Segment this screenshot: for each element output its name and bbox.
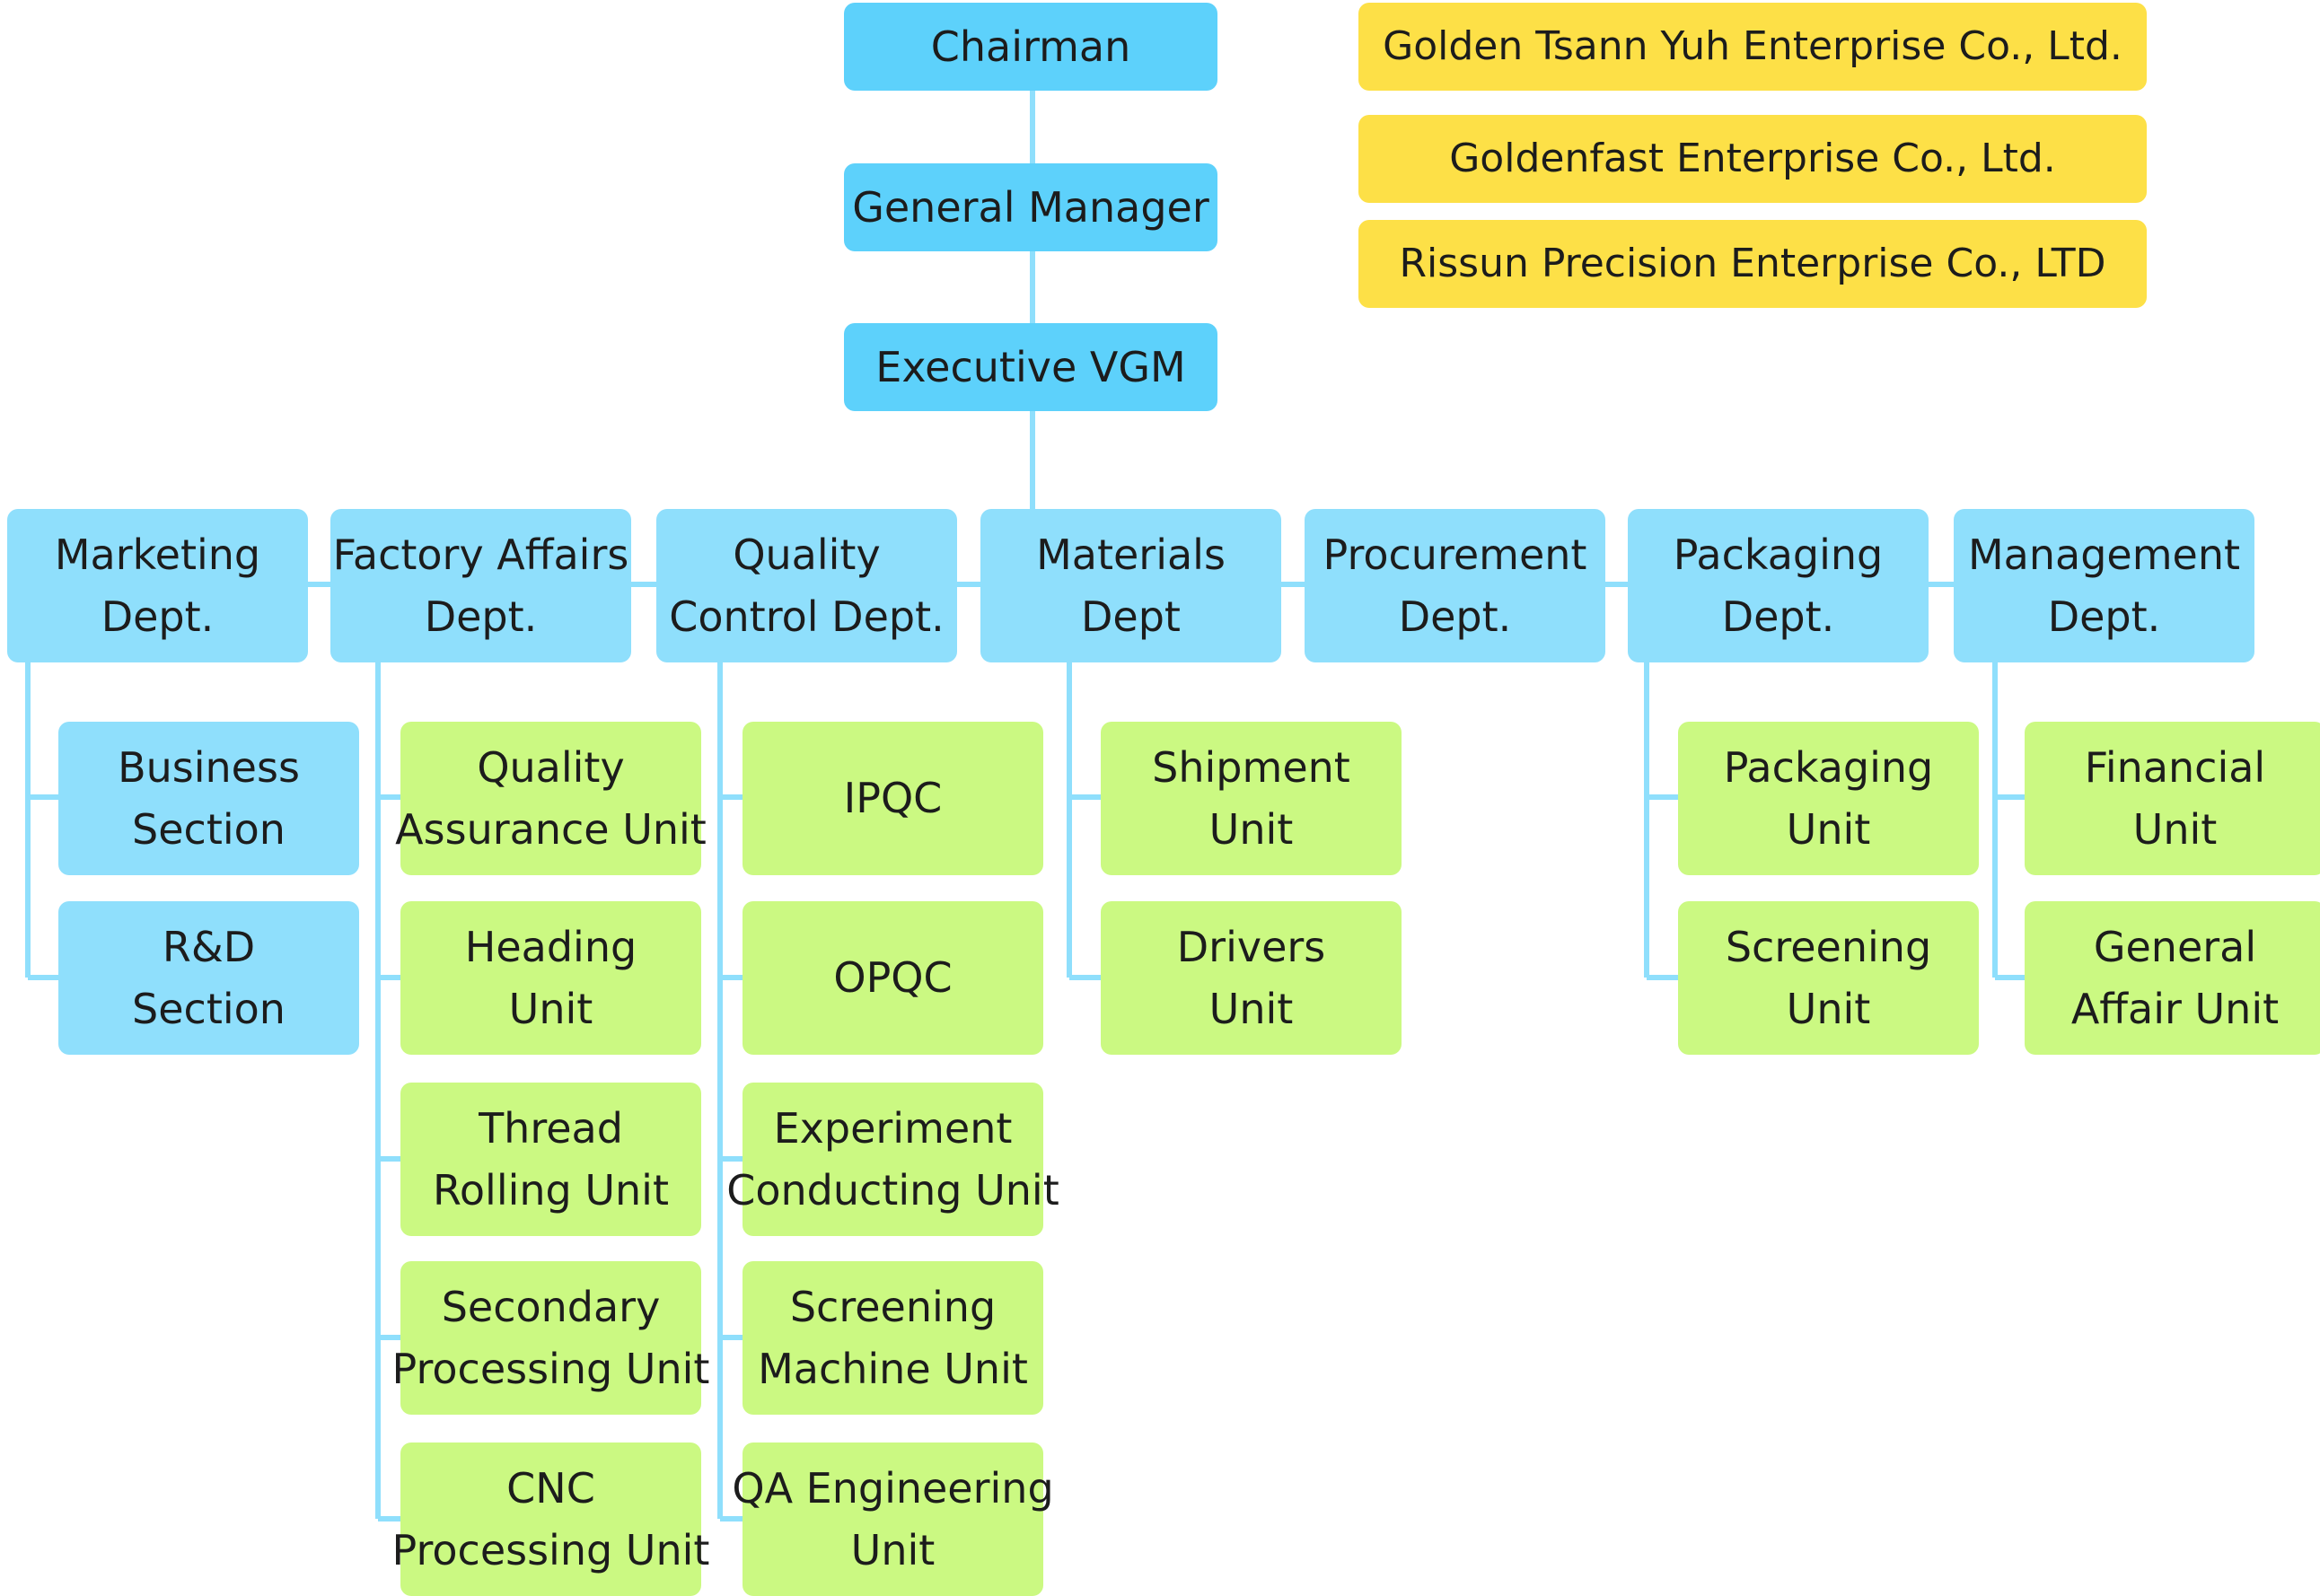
unit-box-label: Heading — [464, 922, 637, 971]
unit-box: CNC Processing Unit — [392, 1443, 709, 1596]
department-management-label: Management — [1967, 530, 2241, 579]
unit-box-label: Secondary — [441, 1282, 661, 1331]
unit-box-label: Experiment — [773, 1103, 1013, 1153]
unit-box-label: Unit — [1786, 984, 1871, 1033]
unit-box-label: Section — [132, 984, 286, 1033]
affiliate-box: Golden Tsann Yuh Enterprise Co., Ltd. — [1358, 3, 2147, 91]
department-quality-control-label: Control Dept. — [669, 592, 945, 641]
unit-box-label: IPQC — [843, 774, 943, 822]
department-procurement-label: Procurement — [1323, 530, 1587, 579]
unit-box-label: General — [2093, 922, 2257, 971]
unit-box-label: Processing Unit — [391, 1525, 710, 1574]
department-marketing-label: Marketing — [54, 530, 261, 579]
unit-box-label: QA Engineering — [732, 1463, 1054, 1513]
general-manager-box-label: General Manager — [852, 182, 1209, 232]
department-materials-label: Dept — [1081, 592, 1181, 641]
unit-box: OPQC — [743, 901, 1043, 1055]
unit-box-label: Screening — [1725, 922, 1932, 971]
unit-box-label: Unit — [1208, 984, 1294, 1033]
affiliate-box-label: Rissun Precision Enterprise Co., LTD — [1399, 241, 2106, 286]
executive-vgm-box: Executive VGM — [844, 323, 1217, 411]
unit-box-label: Business — [118, 742, 300, 792]
unit-box-label: Unit — [850, 1525, 936, 1574]
unit-box-label: R&D — [162, 922, 256, 971]
department-marketing-label: Dept. — [101, 592, 215, 641]
unit-box-label: Thread — [479, 1103, 623, 1153]
affiliate-box: Goldenfast Enterprise Co., Ltd. — [1358, 115, 2147, 203]
unit-box-label: Drivers — [1176, 922, 1326, 971]
affiliate-box-label: Golden Tsann Yuh Enterprise Co., Ltd. — [1383, 23, 2122, 69]
chairman-box-label: Chairman — [930, 22, 1131, 71]
department-materials-label: Materials — [1036, 530, 1226, 579]
unit-box-label: Unit — [508, 984, 593, 1033]
unit-box-label: Affair Unit — [2070, 984, 2280, 1033]
unit-box-label: Unit — [1208, 804, 1294, 854]
unit-box-label: Packaging — [1723, 742, 1934, 792]
department-packaging-label: Dept. — [1721, 592, 1835, 641]
general-manager-box: General Manager — [844, 163, 1217, 251]
affiliate-box: Rissun Precision Enterprise Co., LTD — [1358, 220, 2147, 308]
unit-box-label: Unit — [1786, 804, 1871, 854]
unit-box: R&D Section — [58, 901, 359, 1055]
chairman-box: Chairman — [844, 3, 1217, 91]
department-management-label: Dept. — [2047, 592, 2161, 641]
unit-box-label: OPQC — [833, 953, 953, 1002]
unit-box-label: CNC — [506, 1463, 595, 1513]
department-quality-control-label: Quality — [733, 530, 881, 579]
unit-box-label: Section — [132, 804, 286, 854]
department-factory-affairs-label: Dept. — [424, 592, 538, 641]
unit-box-label: Rolling Unit — [433, 1165, 669, 1215]
department-procurement-label: Dept. — [1398, 592, 1512, 641]
unit-box-label: Conducting Unit — [726, 1165, 1059, 1215]
executive-vgm-box-label: Executive VGM — [875, 342, 1186, 391]
unit-box-label: Processing Unit — [391, 1344, 710, 1393]
department-factory-affairs-label: Factory Affairs — [332, 530, 629, 579]
affiliate-box-label: Goldenfast Enterprise Co., Ltd. — [1449, 136, 2056, 181]
unit-box: IPQC — [743, 722, 1043, 875]
unit-box-label: Quality — [477, 742, 625, 792]
unit-box-label: Shipment — [1152, 742, 1350, 792]
unit-box-label: Unit — [2132, 804, 2218, 854]
unit-box-label: Machine Unit — [758, 1344, 1028, 1393]
department-packaging-label: Packaging — [1673, 530, 1884, 579]
unit-box-label: Assurance Unit — [395, 804, 707, 854]
unit-box-label: Screening — [789, 1282, 997, 1331]
unit-box-label: Financial — [2084, 742, 2266, 792]
